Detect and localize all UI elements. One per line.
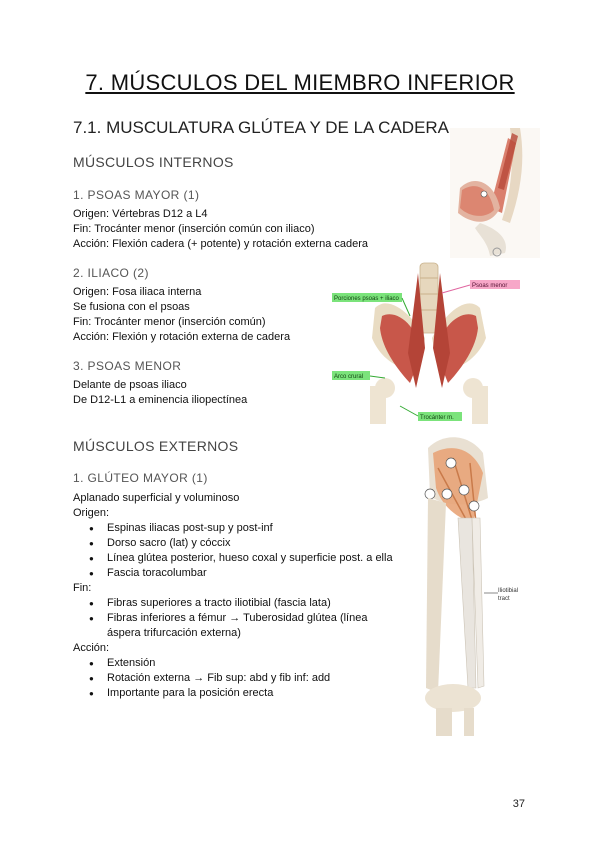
iliaco-text: Origen: Fosa iliaca interna Se fusiona c…: [73, 285, 290, 345]
iliopsoas-illustration: Porciones psoas + iliaco Psoas menor Arc…: [330, 258, 525, 426]
psoas-illustration-1: [450, 128, 540, 258]
list-item: Rotación externa → Fib sup: abd y fib in…: [73, 671, 393, 686]
list-item: Fibras inferiores a fémur → Tuberosidad …: [73, 611, 393, 641]
text-line: Aplanado superficial y voluminoso: [73, 492, 240, 504]
text-line: Se fusiona con el psoas: [73, 301, 190, 313]
page-number: 37: [512, 798, 525, 810]
iliaco-heading: 2. ILIACO (2): [73, 266, 149, 280]
list-item: Fibras superiores a tracto iliotibial (f…: [73, 596, 393, 611]
label-iliotibial: Iliotibial: [498, 588, 518, 594]
psoas-mayor-heading: 1. PSOAS MAYOR (1): [73, 188, 200, 202]
gluteus-leg-illustration: Iliotibial tract: [398, 428, 538, 738]
page-title: 7. MÚSCULOS DEL MIEMBRO INFERIOR: [85, 70, 515, 95]
internos-heading: MÚSCULOS INTERNOS: [73, 154, 234, 170]
text-line: Fin: Trocánter menor (inserción común): [73, 316, 266, 328]
text-line: Origen: Fosa iliaca interna: [73, 286, 202, 298]
label-trocanter: Trocánter m.: [420, 415, 454, 421]
list-item: Dorso sacro (lat) y cóccix: [73, 536, 393, 551]
fin-list: Fibras superiores a tracto iliotibial (f…: [73, 596, 393, 641]
list-item: Espinas iliacas post-sup y post-inf: [73, 521, 393, 536]
text-line: Acción: Flexión cadera (+ potente) y rot…: [73, 238, 369, 250]
label-porciones: Porciones psoas + iliaco: [334, 296, 400, 302]
psoas-menor-heading: 3. PSOAS MENOR: [73, 359, 182, 373]
text-line: Fin: Trocánter menor (inserción común co…: [73, 223, 315, 235]
accion-label: Acción:: [73, 642, 110, 654]
section-heading: 7.1. MUSCULATURA GLÚTEA Y DE LA CADERA: [73, 118, 450, 137]
gluteo-mayor-text: Aplanado superficial y voluminoso Origen…: [73, 491, 393, 701]
label-tract: tract: [498, 596, 510, 602]
accion-list: Extensión Rotación externa → Fib sup: ab…: [73, 656, 393, 701]
psoas-mayor-text: Origen: Vértebras D12 a L4 Fin: Trocánte…: [73, 207, 368, 252]
text-line: De D12-L1 a eminencia iliopectínea: [73, 394, 248, 406]
origen-label: Origen:: [73, 507, 110, 519]
externos-heading: MÚSCULOS EXTERNOS: [73, 438, 239, 454]
text-line: Origen: Vértebras D12 a L4: [73, 208, 208, 220]
label-psoas-menor: Psoas menor: [472, 283, 507, 289]
list-item: Fascia toracolumbar: [73, 566, 393, 581]
list-item: Extensión: [73, 656, 393, 671]
label-arco-crural: Arco crural: [334, 374, 363, 380]
psoas-menor-text: Delante de psoas iliaco De D12-L1 a emin…: [73, 378, 247, 408]
text-line: Acción: Flexión y rotación externa de ca…: [73, 331, 291, 343]
list-item: Importante para la posición erecta: [73, 686, 393, 701]
origen-list: Espinas iliacas post-sup y post-inf Dors…: [73, 521, 393, 581]
gluteo-mayor-heading: 1. GLÚTEO MAYOR (1): [73, 471, 208, 485]
fin-label: Fin:: [73, 582, 92, 594]
list-item: Línea glútea posterior, hueso coxal y su…: [73, 551, 393, 566]
text-line: Delante de psoas iliaco: [73, 379, 187, 391]
